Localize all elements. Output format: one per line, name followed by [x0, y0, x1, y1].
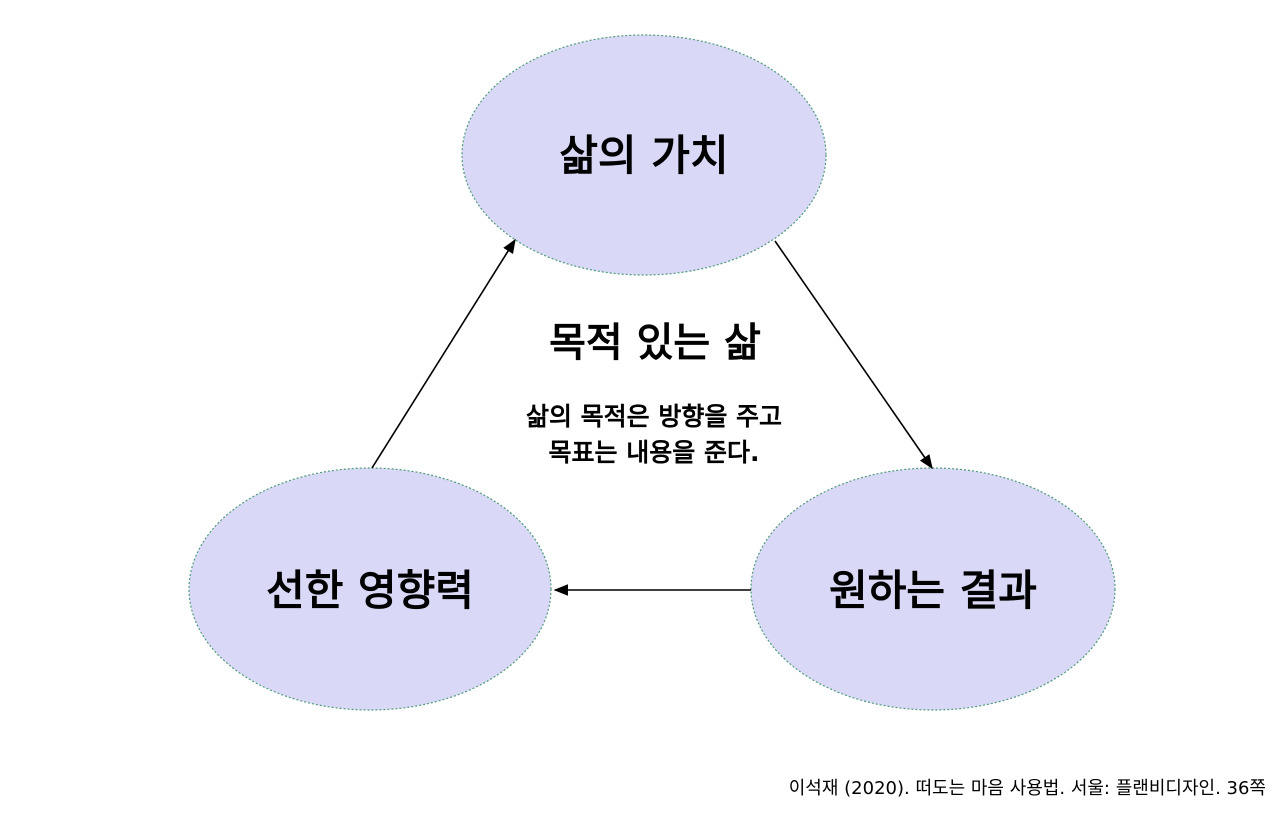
center-description-line-1: 삶의 목적은 방향을 주고	[526, 402, 782, 431]
node-ellipse-life-value	[461, 34, 827, 276]
center-title: 목적 있는 삶	[549, 320, 761, 366]
center-description-line-2: 목표는 내용을 준다.	[549, 438, 760, 467]
node-ellipse-desired-result	[750, 467, 1116, 711]
citation: 이석재 (2020). 떠도는 마음 사용법. 서울: 플랜비디자인. 36쪽	[788, 778, 1266, 799]
node-ellipse-good-influence	[188, 467, 552, 711]
node-label-desired-result: 원하는 결과	[829, 566, 1037, 615]
node-label-life-value: 삶의 가치	[559, 131, 728, 180]
arrow-value-to-result	[774, 240, 933, 470]
node-label-good-influence: 선한 영향력	[266, 566, 474, 615]
arrow-influence-to-value	[371, 238, 516, 469]
